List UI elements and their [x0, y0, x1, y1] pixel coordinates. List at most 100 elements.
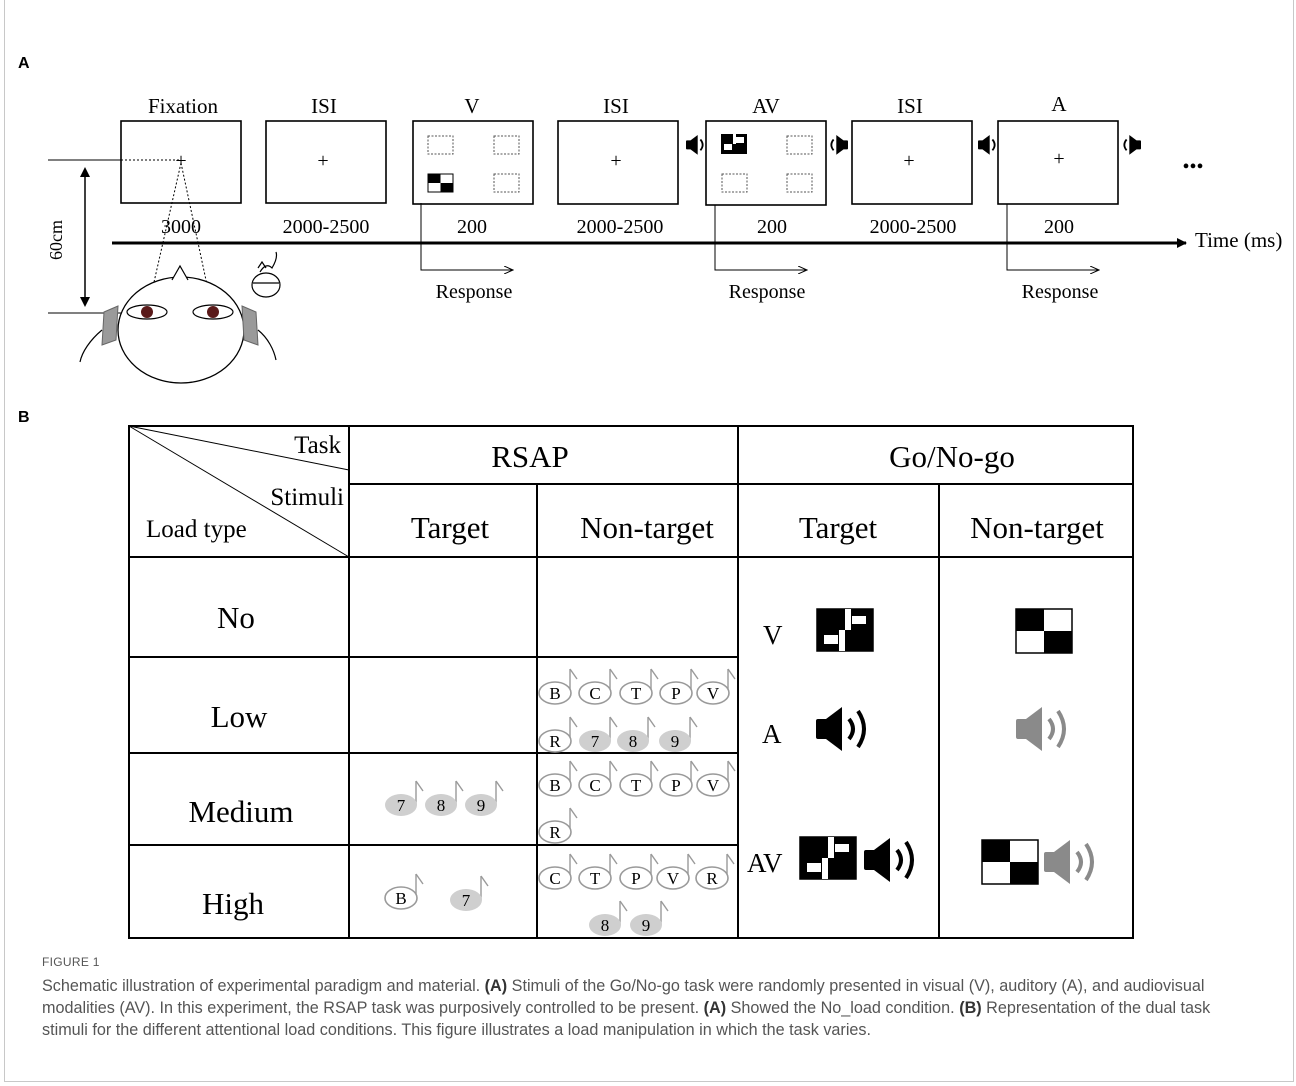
svg-text:P: P: [631, 869, 640, 888]
screen-title-isi-1: ISI: [311, 94, 337, 118]
svg-text:C: C: [589, 684, 600, 703]
auditory-nontarget-speaker-icon: [1016, 707, 1066, 751]
col-go-target: Target: [799, 510, 878, 545]
response-arrow-v: [420, 203, 513, 270]
svg-text:R: R: [549, 823, 561, 842]
fixation-cross-4: +: [903, 150, 914, 172]
note-digit: 8: [424, 780, 464, 817]
row-low: Low: [211, 699, 268, 734]
task-go-no-go: Go/No-go: [889, 439, 1015, 474]
av-nontarget-checkerboard: [981, 839, 1039, 885]
speaker-icon-a-right: [1123, 135, 1141, 155]
screen-fixation: [120, 120, 242, 204]
av-screen-stimulus: [721, 134, 747, 154]
corner-load-type: Load type: [146, 516, 247, 543]
note-letter: P: [659, 668, 699, 705]
panel-b-label: B: [18, 409, 30, 426]
modality-a: A: [762, 719, 782, 749]
figure-frame: [4, 0, 1294, 1082]
fixation-cross-3: +: [610, 150, 621, 172]
duration-av: 200: [757, 216, 787, 238]
screen-av: [705, 120, 827, 206]
svg-text:V: V: [707, 684, 720, 703]
figure-label: FIGURE 1: [42, 955, 100, 969]
av-target-checkerboard: [799, 836, 857, 880]
svg-text:8: 8: [601, 916, 610, 935]
row-medium: Medium: [188, 794, 293, 829]
screen-a: [997, 120, 1119, 205]
panel-a-label: A: [18, 55, 30, 72]
svg-text:B: B: [549, 776, 560, 795]
note-digit: 9: [629, 900, 669, 937]
duration-isi-2: 2000-2500: [577, 216, 664, 238]
av-target-speaker-icon: [864, 838, 914, 882]
note-letter: C: [578, 668, 618, 705]
note-digit: 9: [658, 716, 698, 753]
screen-title-fixation: Fixation: [148, 94, 219, 118]
note-letter: C: [538, 853, 578, 890]
fixation-cross-2: +: [317, 150, 328, 172]
corner-task: Task: [294, 432, 341, 459]
screen-isi-2: [557, 120, 679, 205]
fixation-cross-5: +: [1053, 148, 1064, 170]
mouse-icon: [251, 251, 281, 298]
svg-text:P: P: [671, 776, 680, 795]
screen-isi-3: [851, 120, 973, 205]
visual-target-checkerboard: [816, 608, 874, 652]
note-letter: V: [696, 668, 736, 705]
svg-text:C: C: [549, 869, 560, 888]
av-screen-placeholders: [721, 135, 813, 193]
svg-text:B: B: [549, 684, 560, 703]
v-screen-placeholders: [427, 135, 520, 193]
note-letter: B: [538, 668, 578, 705]
svg-text:P: P: [671, 684, 680, 703]
note-letter: R: [538, 716, 578, 753]
modality-av: AV: [747, 848, 783, 878]
svg-text:7: 7: [462, 891, 471, 910]
figure-graphic: A Fixation ISI V ISI AV ISI A + + + +: [18, 55, 1282, 939]
note-letter: R: [695, 853, 735, 890]
screen-isi-1: [265, 120, 387, 204]
screen-title-v: V: [464, 94, 479, 118]
col-rsap-target: Target: [411, 510, 490, 545]
v-screen-stimulus: [427, 173, 454, 193]
row-high: High: [202, 886, 265, 921]
auditory-target-speaker-icon: [816, 707, 866, 751]
response-label-v: Response: [436, 281, 513, 303]
svg-text:T: T: [590, 869, 601, 888]
speaker-icon-av-right: [830, 135, 848, 155]
note-digit: 9: [464, 780, 504, 817]
task-rsap: RSAP: [491, 439, 569, 474]
svg-text:7: 7: [397, 796, 406, 815]
col-go-nontarget: Non-target: [970, 510, 1104, 545]
screen-v: [412, 120, 534, 205]
note-letter: T: [619, 668, 659, 705]
participant-head: [48, 159, 277, 384]
modality-v: V: [763, 620, 783, 650]
svg-text:7: 7: [591, 732, 600, 751]
svg-text:8: 8: [437, 796, 446, 815]
figure-caption: Schematic illustration of experimental p…: [42, 977, 1211, 1039]
visual-nontarget-checkerboard: [1015, 608, 1073, 654]
screen-title-isi-2: ISI: [603, 94, 629, 118]
note-digit: 7: [449, 875, 489, 912]
note-letter: P: [659, 760, 699, 797]
load-table: [128, 425, 1134, 939]
note-letter: T: [578, 853, 618, 890]
distance-label: 60cm: [46, 220, 66, 260]
screen-title-isi-3: ISI: [897, 94, 923, 118]
note-letter: P: [619, 853, 659, 890]
svg-text:R: R: [706, 869, 718, 888]
svg-text:C: C: [589, 776, 600, 795]
note-letter: T: [619, 760, 659, 797]
corner-stimuli: Stimuli: [270, 484, 344, 511]
svg-text:9: 9: [642, 916, 651, 935]
svg-text:B: B: [395, 889, 406, 908]
speaker-icon-v-av: [686, 135, 704, 155]
corner-diagonals: [128, 425, 350, 558]
note-letter: B: [538, 760, 578, 797]
duration-isi-1: 2000-2500: [283, 216, 370, 238]
av-nontarget-speaker-icon: [1044, 840, 1094, 884]
svg-text:R: R: [549, 732, 561, 751]
